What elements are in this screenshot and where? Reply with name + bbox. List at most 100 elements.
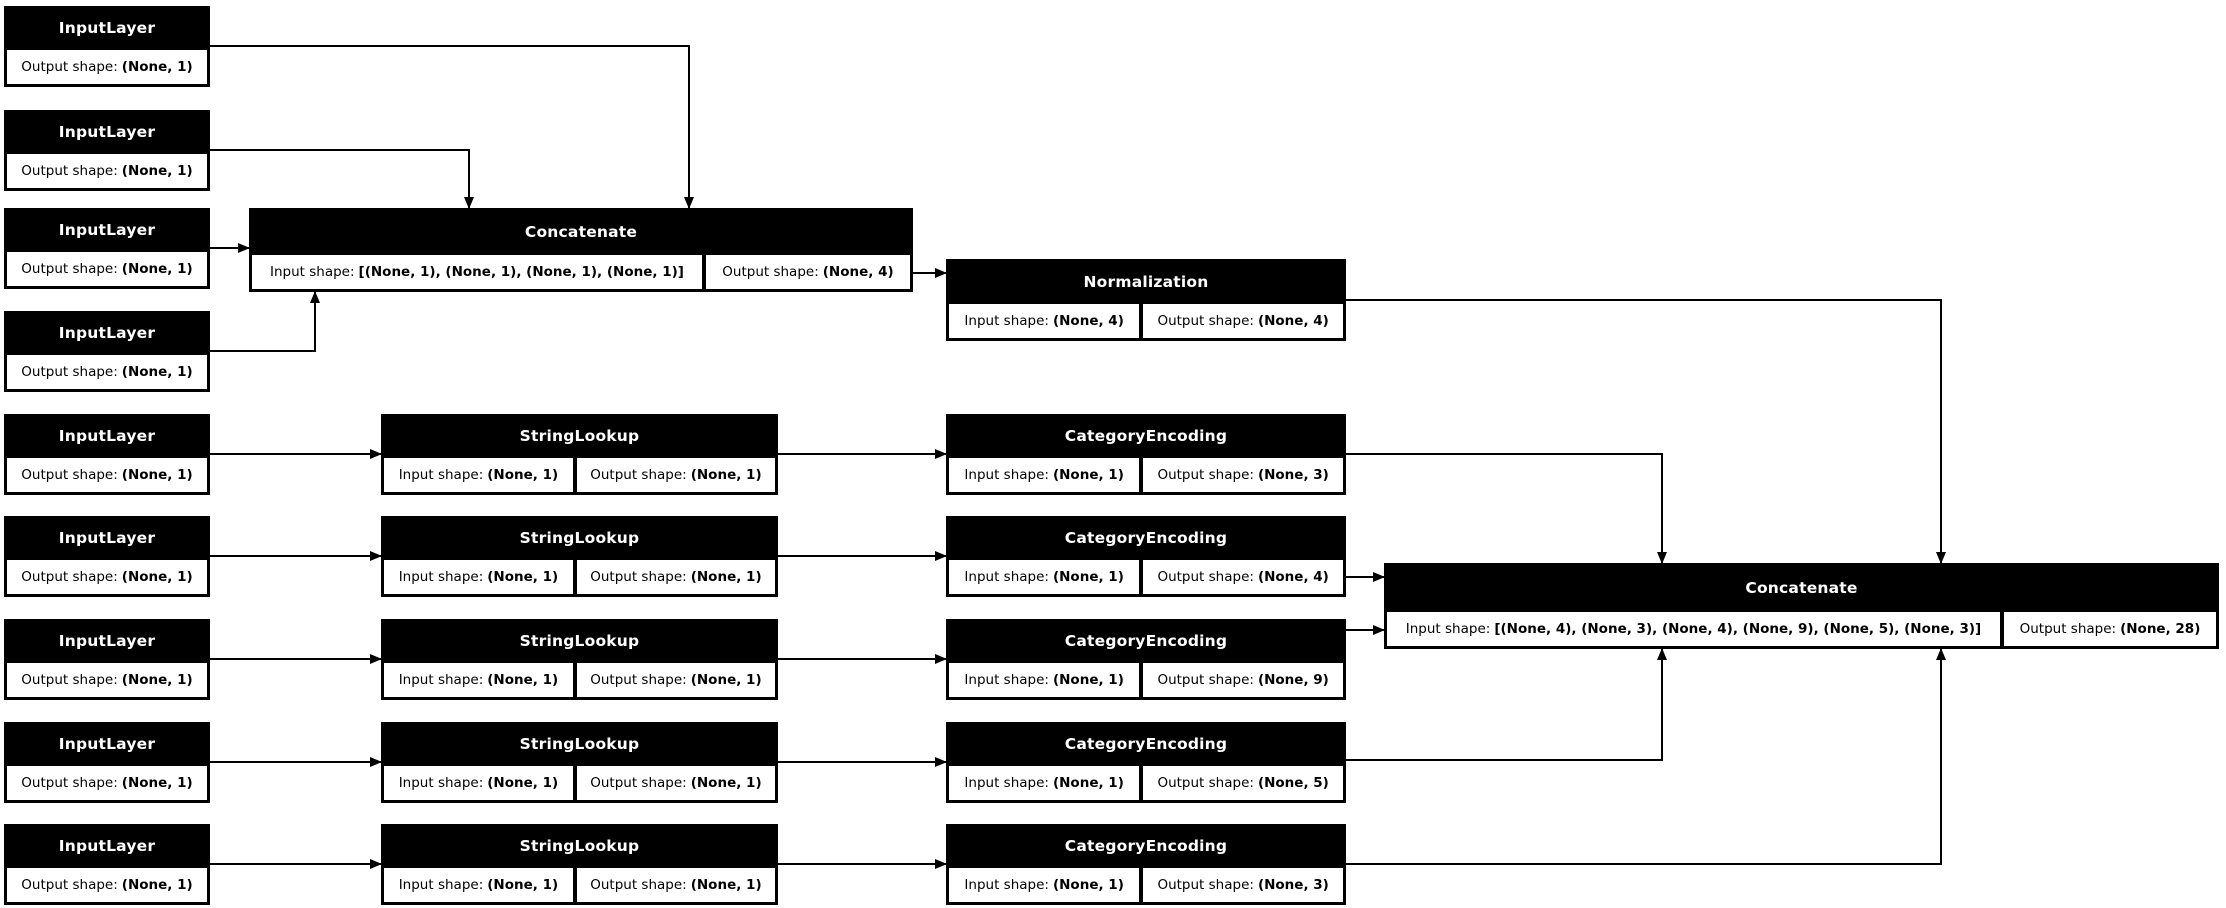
shape-label: Output shape: [590, 775, 687, 791]
layer-type-title: CategoryEncoding [1064, 837, 1228, 855]
layer-type-title: InputLayer [58, 837, 156, 855]
input-shape-cell: Input shape:(None, 1) [949, 458, 1140, 492]
shape-value: (None, 3) [1257, 467, 1329, 483]
input-shape-cell: Input shape:(None, 1) [384, 766, 573, 800]
shape-value: (None, 1) [121, 877, 193, 893]
shape-label: Output shape: [1157, 313, 1254, 329]
layer-type-title: InputLayer [58, 221, 156, 239]
layer-type-title: InputLayer [58, 19, 156, 37]
input-shape-cell: Input shape:(None, 1) [949, 766, 1140, 800]
shape-value: (None, 1) [690, 877, 762, 893]
shape-value: (None, 1) [690, 672, 762, 688]
shape-cells: Input shape:(None, 1)Output shape:(None,… [384, 560, 775, 594]
output-shape-cell: Output shape:(None, 1) [7, 868, 207, 902]
shape-label: Output shape: [590, 672, 687, 688]
shape-label: Output shape: [1157, 467, 1254, 483]
input-shape-cell: Input shape:(None, 1) [949, 663, 1140, 697]
output-shape-cell: Output shape:(None, 1) [7, 154, 207, 188]
shape-value: (None, 1) [121, 59, 193, 75]
shape-value: (None, 1) [690, 775, 762, 791]
shape-label: Output shape: [590, 467, 687, 483]
output-shape-cell: Output shape:(None, 1) [576, 766, 775, 800]
shape-value: (None, 1) [487, 775, 559, 791]
shape-label: Output shape: [21, 364, 118, 380]
shape-label: Input shape: [964, 877, 1049, 893]
shape-value: (None, 1) [121, 569, 193, 585]
shape-cells: Input shape:[(None, 4), (None, 3), (None… [1387, 612, 2216, 646]
input-shape-cell: Input shape:(None, 4) [949, 304, 1140, 338]
layer-type-title: StringLookup [519, 529, 640, 547]
shape-cells: Input shape:(None, 1)Output shape:(None,… [384, 458, 775, 492]
layer-type-title: InputLayer [58, 735, 156, 753]
shape-label: Input shape: [964, 775, 1049, 791]
shape-value: (None, 5) [1257, 775, 1329, 791]
shape-label: Input shape: [398, 467, 484, 483]
shape-value: (None, 4) [1052, 313, 1124, 329]
shape-cells: Output shape:(None, 1) [7, 50, 207, 84]
shape-cells: Input shape:(None, 1)Output shape:(None,… [949, 560, 1343, 594]
layer-type-title: InputLayer [58, 427, 156, 445]
layer-type-title: Concatenate [524, 222, 638, 241]
shape-label: Input shape: [1405, 621, 1491, 637]
output-shape-cell: Output shape:(None, 1) [7, 458, 207, 492]
output-shape-cell: Output shape:(None, 4) [705, 255, 910, 289]
shape-value: (None, 3) [1257, 877, 1329, 893]
shape-label: Input shape: [964, 569, 1049, 585]
shape-value: (None, 1) [1052, 569, 1124, 585]
layer-type-title: StringLookup [519, 837, 640, 855]
edge-encode-5-to-concat-2 [1346, 648, 1946, 865]
shape-label: Output shape: [21, 775, 118, 791]
edge-normalization-to-concat-2 [1346, 299, 1946, 564]
shape-label: Input shape: [964, 467, 1049, 483]
shape-label: Output shape: [590, 877, 687, 893]
layer-type-title: CategoryEncoding [1064, 632, 1228, 650]
output-shape-cell: Output shape:(None, 1) [576, 868, 775, 902]
shape-cells: Input shape:(None, 1)Output shape:(None,… [949, 868, 1343, 902]
shape-cells: Input shape:(None, 1)Output shape:(None,… [384, 868, 775, 902]
layer-type-title: CategoryEncoding [1064, 735, 1228, 753]
shape-label: Output shape: [1157, 775, 1254, 791]
layer-type-title: CategoryEncoding [1064, 427, 1228, 445]
shape-value: (None, 1) [121, 163, 193, 179]
shape-value: (None, 1) [1052, 877, 1124, 893]
shape-value: (None, 1) [121, 775, 193, 791]
shape-label: Output shape: [21, 877, 118, 893]
shape-value: (None, 1) [690, 569, 762, 585]
shape-value: (None, 4) [822, 264, 894, 280]
shape-cells: Input shape:(None, 1) Output shape:(None,… [949, 458, 1343, 492]
shape-value: [(None, 1), (None, 1), (None, 1), (None,… [358, 264, 684, 280]
edge-input-4-to-concat-1 [210, 291, 320, 352]
output-shape-cell: Output shape:(None, 1) [7, 766, 207, 800]
shape-label: Input shape: [398, 672, 484, 688]
shape-cells: Output shape:(None, 1) [7, 458, 207, 492]
layer-type-title: Normalization [1083, 272, 1209, 291]
layer-type-title: Concatenate [1745, 578, 1858, 597]
shape-value: (None, 1) [121, 467, 193, 483]
input-shape-cell: Input shape:(None, 1) [384, 458, 573, 492]
output-shape-cell: Output shape:(None, 9) [1143, 663, 1343, 697]
shape-value: (None, 1) [487, 877, 559, 893]
shape-label: Output shape: [1157, 672, 1254, 688]
input-shape-cell: Input shape:(None, 1) [384, 560, 573, 594]
edge-encode-4-to-concat-2 [1346, 648, 1667, 761]
shape-label: Output shape: [722, 264, 819, 280]
shape-value: (None, 28) [2120, 621, 2201, 637]
shape-cells: Output shape:(None, 1) [7, 868, 207, 902]
shape-value: (None, 1) [1052, 775, 1124, 791]
shape-label: Output shape: [590, 569, 687, 585]
output-shape-cell: Output shape:(None, 1) [576, 560, 775, 594]
shape-label: Output shape: [21, 59, 118, 75]
shape-label: Input shape: [964, 672, 1049, 688]
